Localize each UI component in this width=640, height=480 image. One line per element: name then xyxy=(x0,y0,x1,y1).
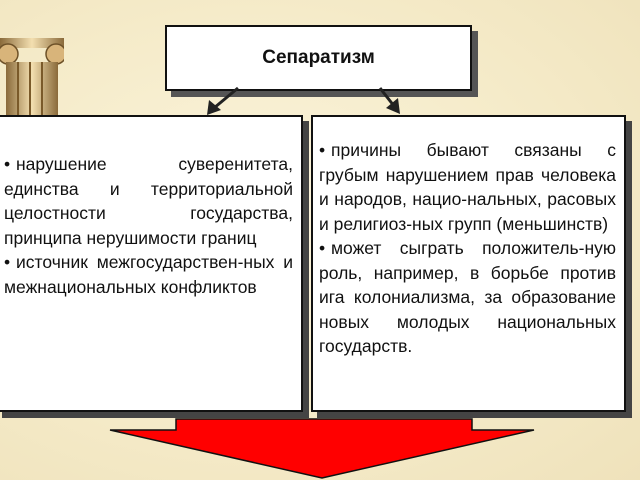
bullet: • xyxy=(4,252,11,272)
left-item-1-text: нарушение суверенитета, единства и терри… xyxy=(4,154,293,248)
right-item-1: •причины бывают связаны с грубым нарушен… xyxy=(319,138,616,236)
left-item-2-text: источник межгосударствен-ных и межнацион… xyxy=(4,252,293,297)
left-box: •нарушение суверенитета, единства и терр… xyxy=(0,115,303,412)
left-item-1: •нарушение суверенитета, единства и терр… xyxy=(4,152,293,250)
right-item-1-text: причины бывают связаны с грубым нарушени… xyxy=(319,140,616,234)
ionic-column-icon xyxy=(0,38,64,128)
right-item-2-text: может сыграть положитель-ную роль, напри… xyxy=(319,238,616,356)
title-text: Сепаратизм xyxy=(262,47,375,68)
bullet: • xyxy=(319,140,326,160)
title-box: Сепаратизм xyxy=(165,25,472,91)
right-item-2: •может сыграть положитель-ную роль, напр… xyxy=(319,236,616,359)
bullet: • xyxy=(319,238,326,258)
right-box: •причины бывают связаны с грубым нарушен… xyxy=(311,115,626,412)
bullet: • xyxy=(4,154,11,174)
left-item-2: •источник межгосударствен-ных и межнацио… xyxy=(4,250,293,299)
